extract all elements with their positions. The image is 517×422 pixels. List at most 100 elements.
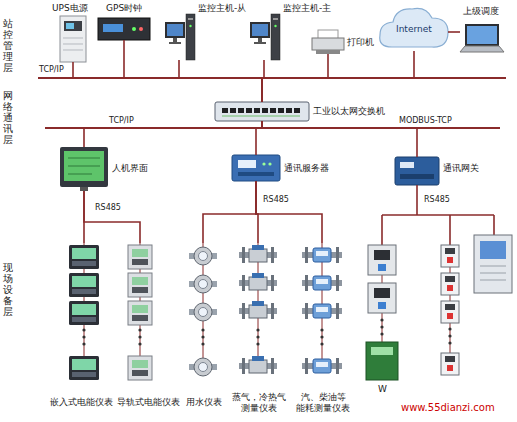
server-icon [232, 155, 280, 181]
server-body [232, 155, 280, 181]
device-node: GPS时钟 [98, 1, 150, 40]
device-label: W [377, 384, 388, 395]
network-link [124, 40, 262, 102]
switch-port [294, 108, 300, 113]
steam-meter-icon [239, 301, 277, 319]
network-link [256, 121, 262, 155]
steam-meter-icon [239, 356, 277, 374]
device-label: 打印机 [347, 37, 374, 48]
laptop-base [460, 46, 504, 52]
continuation-dots [256, 328, 259, 345]
device-node: 工业以太网交换机 [215, 102, 387, 121]
gps-led [139, 27, 143, 31]
continuation-dots [380, 318, 383, 335]
device-label: 上级调度 [463, 6, 499, 17]
device-node: 打印机 [312, 30, 376, 54]
small-breaker-icon [441, 301, 459, 323]
smart-unit-body [366, 342, 398, 380]
device-label: 通讯网关 [443, 163, 479, 174]
smart-unit-display [371, 347, 393, 355]
device-label: 蒸气，冷热气 测量仪表 [229, 392, 289, 414]
cabinet-icon [474, 235, 512, 293]
layer-label: 站控管理层 [3, 18, 13, 73]
laptop-screen [467, 26, 497, 44]
network-link [448, 31, 460, 33]
device-node: 通讯网关 [395, 157, 481, 185]
network-link [179, 60, 262, 102]
fuel-meter-icon [302, 358, 342, 374]
device-node: 导轨式电能仪表 [115, 243, 182, 410]
device-label: 用水仪表 [186, 397, 222, 408]
rail-meter-icon [128, 356, 152, 380]
rail-meter-icon [128, 301, 152, 325]
server-display [238, 160, 256, 168]
ups-display [66, 23, 74, 29]
small-breaker-icon [441, 245, 459, 267]
embedded-meter-icon [69, 301, 99, 325]
server-led [268, 162, 271, 165]
device-node: Internet [380, 7, 448, 51]
device-node: UPS电源 [50, 1, 90, 62]
device-label: GPS时钟 [106, 3, 142, 14]
network-link [256, 181, 322, 243]
ups-vent [63, 44, 83, 45]
watermark: www.55dianzi.com [400, 402, 496, 414]
water-meter-icon [189, 275, 217, 293]
server-led [262, 162, 265, 165]
network-link [262, 121, 417, 157]
steam-meter-icon [239, 245, 277, 263]
protocol-label: TCP/IP [108, 116, 135, 126]
device-label: 嵌入式电能仪表 [50, 397, 113, 408]
switch-port [286, 108, 292, 113]
steam-meter-icon [239, 273, 277, 291]
rs485-wire [381, 215, 383, 245]
hmi-frame [60, 147, 108, 187]
switch-body [215, 102, 309, 121]
continuation-dots [320, 328, 323, 345]
breaker-icon [368, 245, 396, 275]
server-ports [238, 172, 274, 176]
switch-port [254, 108, 260, 113]
continuation-dots [82, 328, 85, 345]
hmi-screen-line [68, 158, 100, 159]
layer-label: 现场设备层 [3, 262, 13, 317]
printer-icon [312, 30, 344, 54]
device-label: 监控主机-从 [198, 3, 246, 14]
gps-display [103, 24, 123, 32]
device-label: 监控主机-主 [283, 3, 331, 14]
ups-cabinet [60, 16, 86, 62]
laptop-screen-frame [465, 24, 499, 46]
device-node: 用水仪表 [184, 243, 224, 410]
gateway-display [400, 162, 414, 168]
switch-icon [215, 102, 309, 121]
rail-meter-icon [128, 245, 152, 269]
fuel-meter-icon [302, 247, 342, 263]
switch-port [222, 108, 228, 113]
device-label: 工业以太网交换机 [313, 106, 385, 117]
breaker-icon [368, 283, 396, 313]
embedded-meter-icon [69, 245, 99, 269]
device-label: 人机界面 [112, 163, 148, 174]
gps-led [132, 27, 136, 31]
cabinet-line [480, 273, 506, 274]
ups-vent [63, 38, 83, 39]
device-node: 嵌入式电能仪表 [48, 243, 115, 410]
device-label: 导轨式电能仪表 [117, 397, 180, 408]
water-meter-icon [189, 358, 217, 376]
computer-icon [250, 14, 280, 60]
device-node: 人机界面 [60, 147, 150, 191]
cabinet-line [480, 266, 506, 267]
rs485-wire [382, 214, 494, 216]
switch-port [246, 108, 252, 113]
gateway-body [395, 157, 439, 185]
switch-led-strip [222, 116, 300, 117]
hmi-screen [64, 151, 104, 181]
hmi-stand [80, 187, 88, 191]
hmi-screen-line [68, 166, 100, 167]
layer-label: 网络通讯层 [3, 90, 13, 145]
embedded-meter-icon [69, 273, 99, 297]
small-breaker-icon [441, 273, 459, 295]
